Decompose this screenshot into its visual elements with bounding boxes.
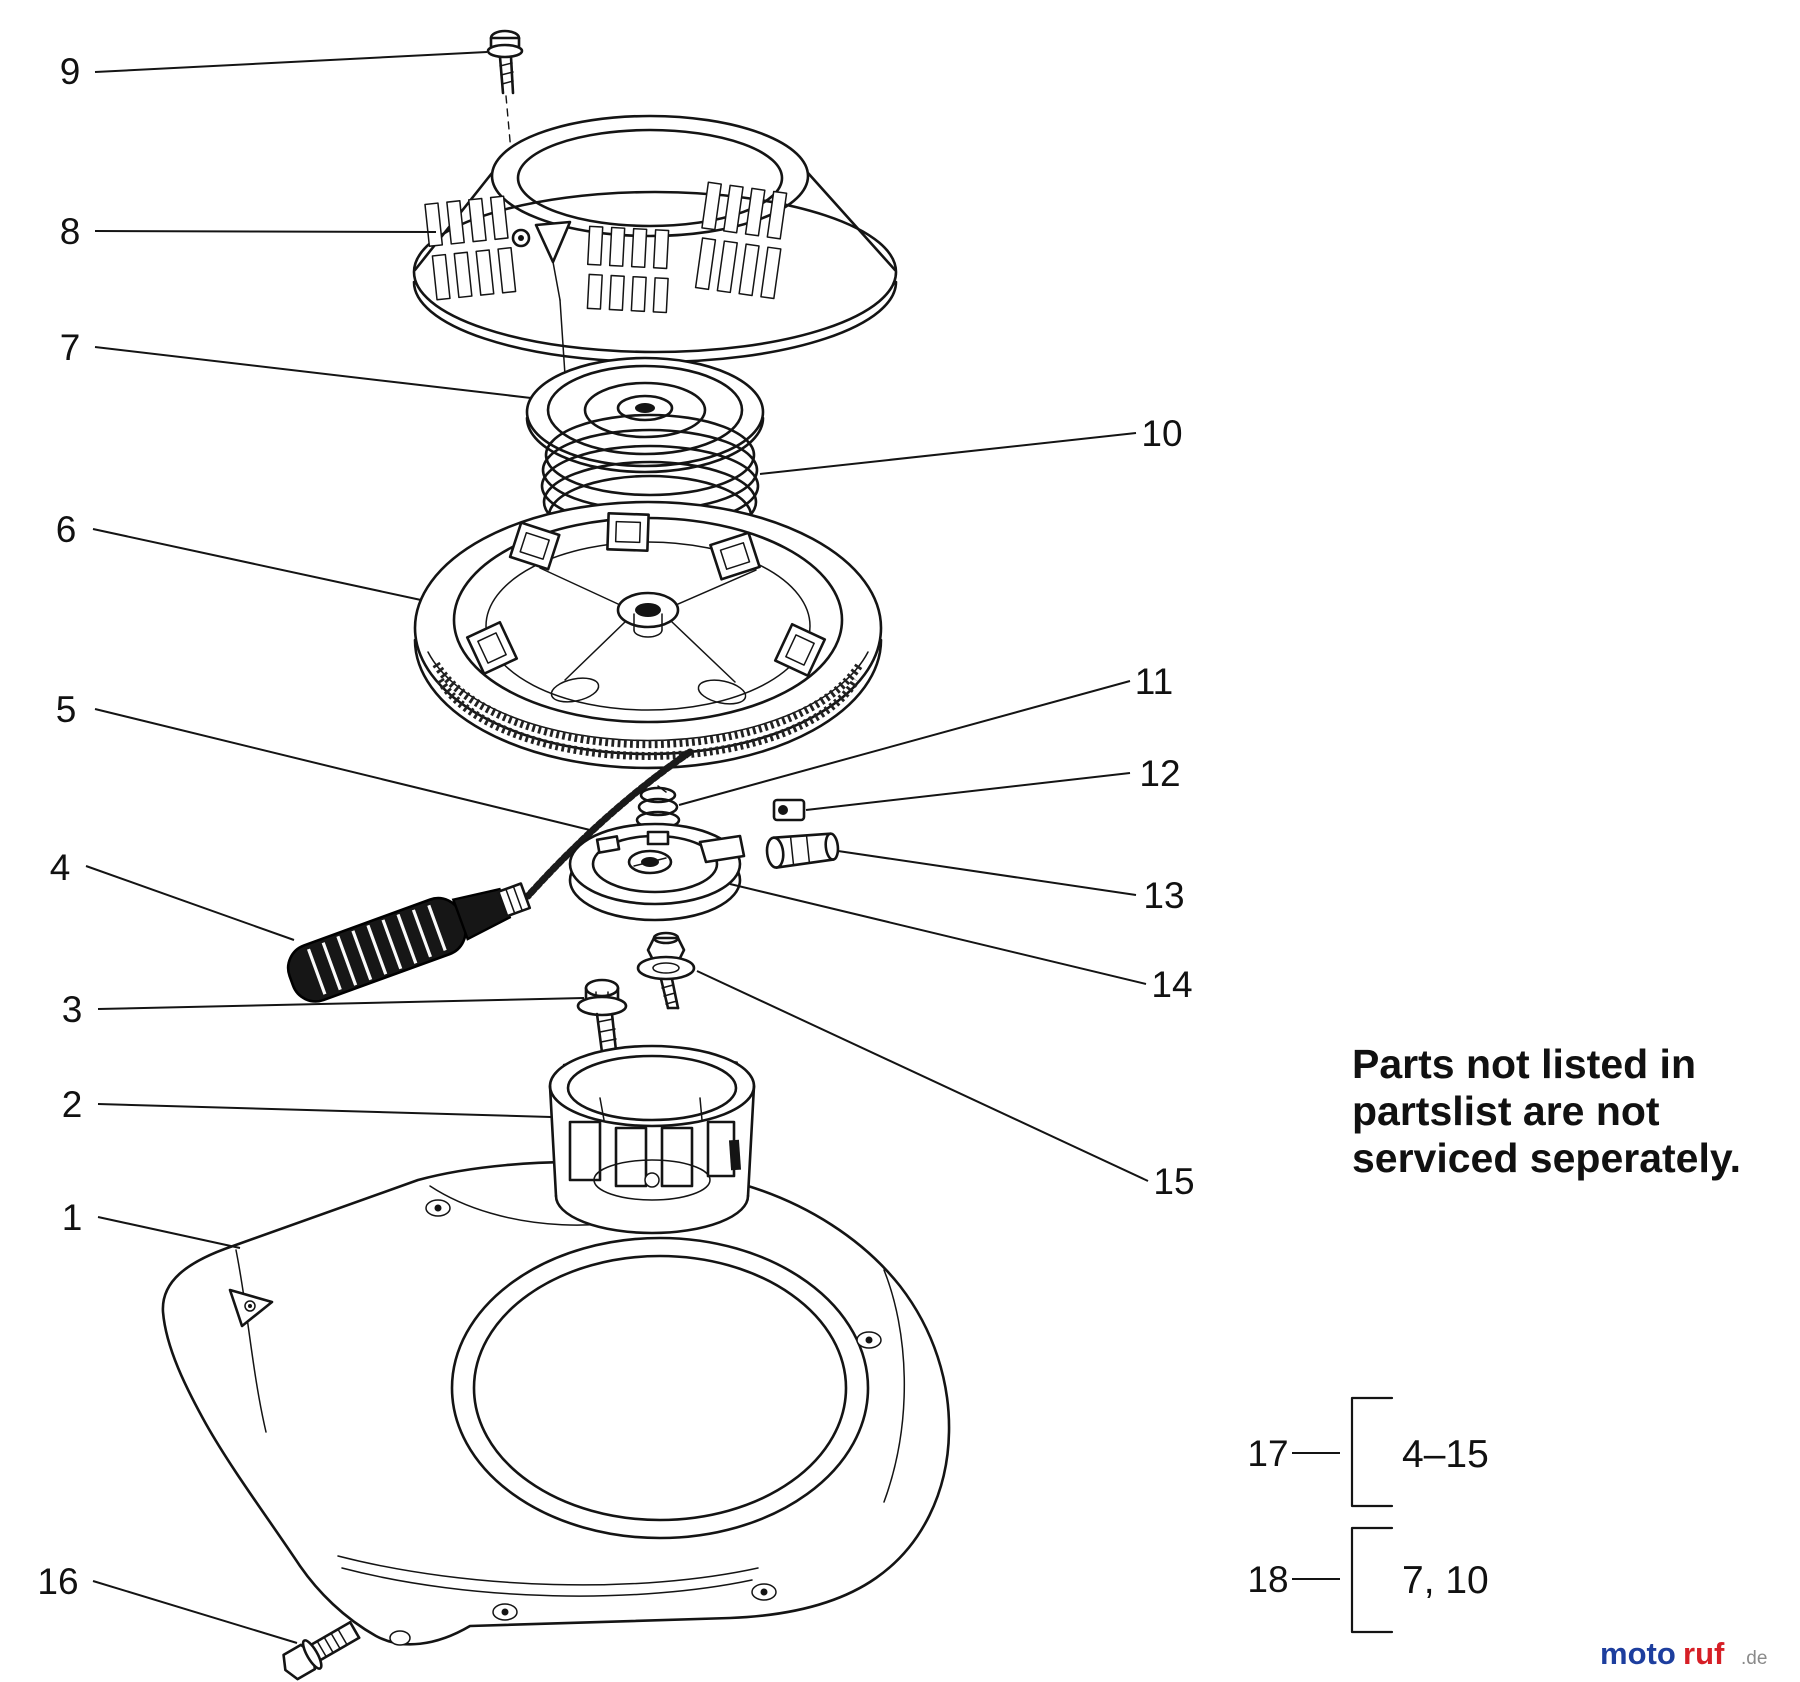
leader-3 xyxy=(97,997,585,1010)
bolt-16-hole xyxy=(389,1630,411,1646)
leader-16 xyxy=(92,1580,298,1644)
watermark-tld: .de xyxy=(1741,1648,1767,1669)
part-label-7: 7 xyxy=(60,327,81,368)
part-label-3: 3 xyxy=(62,989,83,1030)
leader-lines xyxy=(85,51,1149,1644)
part-15-screw-washer-drawing xyxy=(636,931,696,1010)
leader-2 xyxy=(97,1103,552,1118)
part-label-15: 15 xyxy=(1153,1161,1194,1202)
part-14-retainer-drawing xyxy=(568,822,746,922)
part-label-9: 9 xyxy=(60,51,81,92)
leader-7 xyxy=(94,346,532,399)
group-18-label: 18 xyxy=(1247,1559,1288,1600)
part-label-10: 10 xyxy=(1141,413,1182,454)
part-label-8: 8 xyxy=(60,211,81,252)
part-number-labels: 9 8 7 6 5 4 3 2 1 16 10 11 12 13 14 15 xyxy=(37,51,1194,1602)
part-label-14: 14 xyxy=(1151,964,1192,1005)
group-17-callout: 17 4–15 xyxy=(1247,1396,1489,1508)
leader-5 xyxy=(94,708,591,831)
group-18-range: 7, 10 xyxy=(1402,1559,1489,1602)
part-5-rope-drawing xyxy=(524,748,694,900)
part-2-starter-cup-drawing xyxy=(548,1044,756,1235)
part-1-blower-housing-drawing xyxy=(161,1160,951,1646)
part-16-bolt-drawing xyxy=(282,1620,361,1681)
leader-15 xyxy=(696,970,1149,1182)
part-label-12: 12 xyxy=(1139,753,1180,794)
part-label-6: 6 xyxy=(56,509,77,550)
watermark: moto ruf .de xyxy=(1600,1636,1767,1671)
group-18-callout: 18 7, 10 xyxy=(1247,1526,1489,1634)
leader-4 xyxy=(85,865,295,941)
leader-11 xyxy=(678,680,1131,806)
leader-14 xyxy=(729,883,1147,985)
group-17-range: 4–15 xyxy=(1402,1433,1489,1476)
part-6-flywheel-drawing xyxy=(413,500,883,770)
vent-slots-left xyxy=(424,195,517,301)
part-label-2: 2 xyxy=(62,1084,83,1125)
part-label-5: 5 xyxy=(56,689,77,730)
service-note-line3: serviced seperately. xyxy=(1352,1135,1741,1181)
leader-6 xyxy=(92,528,422,601)
service-note-line2: partslist are not xyxy=(1352,1088,1660,1134)
leader-10 xyxy=(759,432,1137,475)
part-3-bolt-drawing xyxy=(576,978,628,1062)
part-label-11: 11 xyxy=(1135,661,1173,702)
watermark-brand-a: moto xyxy=(1600,1636,1676,1671)
service-note-line1: Parts not listed in xyxy=(1352,1041,1696,1087)
leader-1 xyxy=(97,1216,241,1249)
part-12-pawl-drawing xyxy=(772,798,806,822)
service-note: Parts not listed in partslist are not se… xyxy=(1352,1041,1741,1181)
group-17-bracket xyxy=(1350,1396,1394,1508)
leader-12 xyxy=(805,772,1131,811)
leader-9 xyxy=(94,51,488,73)
part-label-4: 4 xyxy=(50,847,71,888)
part-4-handle-drawing xyxy=(286,882,532,1003)
watermark-brand-b: ruf xyxy=(1683,1636,1725,1671)
leader-8 xyxy=(94,230,437,233)
part-label-13: 13 xyxy=(1143,875,1184,916)
group-17-label: 17 xyxy=(1247,1433,1288,1474)
leader-13 xyxy=(837,850,1137,896)
group-18-bracket xyxy=(1350,1526,1394,1634)
part-13-pin-drawing xyxy=(765,832,840,869)
vent-slots-right xyxy=(694,181,788,300)
rope-knurl-band xyxy=(432,661,864,749)
part-label-16: 16 xyxy=(37,1561,78,1602)
part-label-1: 1 xyxy=(62,1197,83,1238)
vent-slots-middle xyxy=(586,225,670,314)
part-8-housing-dome-drawing xyxy=(412,114,898,391)
